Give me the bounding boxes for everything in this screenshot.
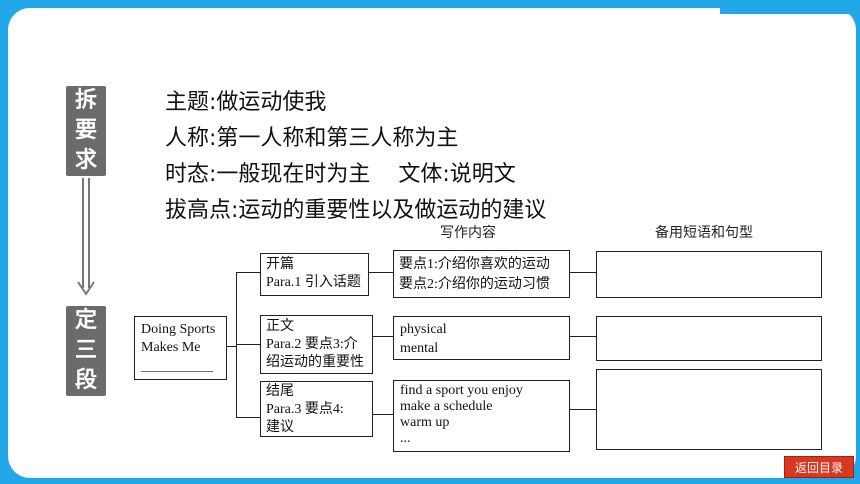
phrases-box-2 xyxy=(596,316,822,361)
connector xyxy=(570,409,596,410)
title-line: Makes Me xyxy=(141,340,201,355)
label-split-requirements: 拆 要 求 xyxy=(66,86,106,176)
connector xyxy=(373,414,393,415)
section-desc: 建议 xyxy=(266,420,294,435)
connector xyxy=(227,346,237,347)
phrases-box-1 xyxy=(596,251,822,298)
phrases-box-3 xyxy=(596,369,822,450)
content-item: ... xyxy=(400,431,411,446)
return-to-contents-button[interactable]: 返回目录 xyxy=(784,456,854,478)
content-item: 要点2:介绍你的运动习惯 xyxy=(399,277,550,292)
content-item: mental xyxy=(400,341,439,356)
content-item: make a schedule xyxy=(400,399,493,414)
connector xyxy=(236,417,260,418)
content-column-header: 写作内容 xyxy=(440,225,496,241)
content-item: 要点1:介绍你喜欢的运动 xyxy=(399,257,550,272)
content-box-3: find a sport you enjoy make a schedule w… xyxy=(393,380,570,452)
connector xyxy=(373,336,393,337)
section-opening-box: 开篇 Para.1 引入话题 xyxy=(260,253,369,296)
connector xyxy=(570,272,596,273)
person-line: 人称:第一人称和第三人称为主 xyxy=(165,126,459,151)
content-item: find a sport you enjoy xyxy=(400,383,523,398)
section-body-box: 正文 Para.2 要点3:介 绍运动的重要性 xyxy=(260,315,373,374)
return-label: 返回目录 xyxy=(794,461,843,475)
connector xyxy=(570,336,596,337)
label-three-paragraphs: 定 三 段 xyxy=(66,306,106,396)
connector xyxy=(369,272,393,273)
connector xyxy=(236,272,237,418)
section-desc: Para.2 要点3:介 xyxy=(266,337,358,352)
section-ending-box: 结尾 Para.3 要点4: 建议 xyxy=(260,381,373,437)
section-desc: 绍运动的重要性 xyxy=(266,355,364,370)
content-item: physical xyxy=(400,322,447,337)
content-box-2: physical mental xyxy=(393,316,570,360)
down-arrow-icon xyxy=(77,178,95,296)
essay-title-box: Doing Sports Makes Me ____________ xyxy=(134,316,227,380)
content-item: warm up xyxy=(400,415,450,430)
label-char: 拆 xyxy=(74,88,97,113)
label-char: 三 xyxy=(74,338,97,363)
title-blank: ____________ xyxy=(141,359,213,373)
section-desc: Para.1 引入话题 xyxy=(266,275,361,290)
content-box-1: 要点1:介绍你喜欢的运动 要点2:介绍你的运动习惯 xyxy=(393,250,570,298)
label-char: 要 xyxy=(74,118,97,143)
label-char: 定 xyxy=(74,308,97,333)
highlight-line: 拔高点:运动的重要性以及做运动的建议 xyxy=(165,198,547,223)
connector xyxy=(236,344,260,345)
connector xyxy=(236,272,260,273)
section-label: 结尾 xyxy=(266,384,294,399)
section-label: 开篇 xyxy=(266,257,294,272)
phrases-column-header: 备用短语和句型 xyxy=(655,225,753,241)
tense-genre-line: 时态:一般现在时为主 文体:说明文 xyxy=(165,162,516,187)
header-notch xyxy=(720,0,860,14)
section-label: 正文 xyxy=(266,319,294,334)
topic-line: 主题:做运动使我 xyxy=(165,90,327,115)
label-char: 求 xyxy=(74,148,97,173)
title-line: Doing Sports xyxy=(141,322,216,337)
label-char: 段 xyxy=(74,368,97,393)
section-desc: Para.3 要点4: xyxy=(266,402,344,417)
